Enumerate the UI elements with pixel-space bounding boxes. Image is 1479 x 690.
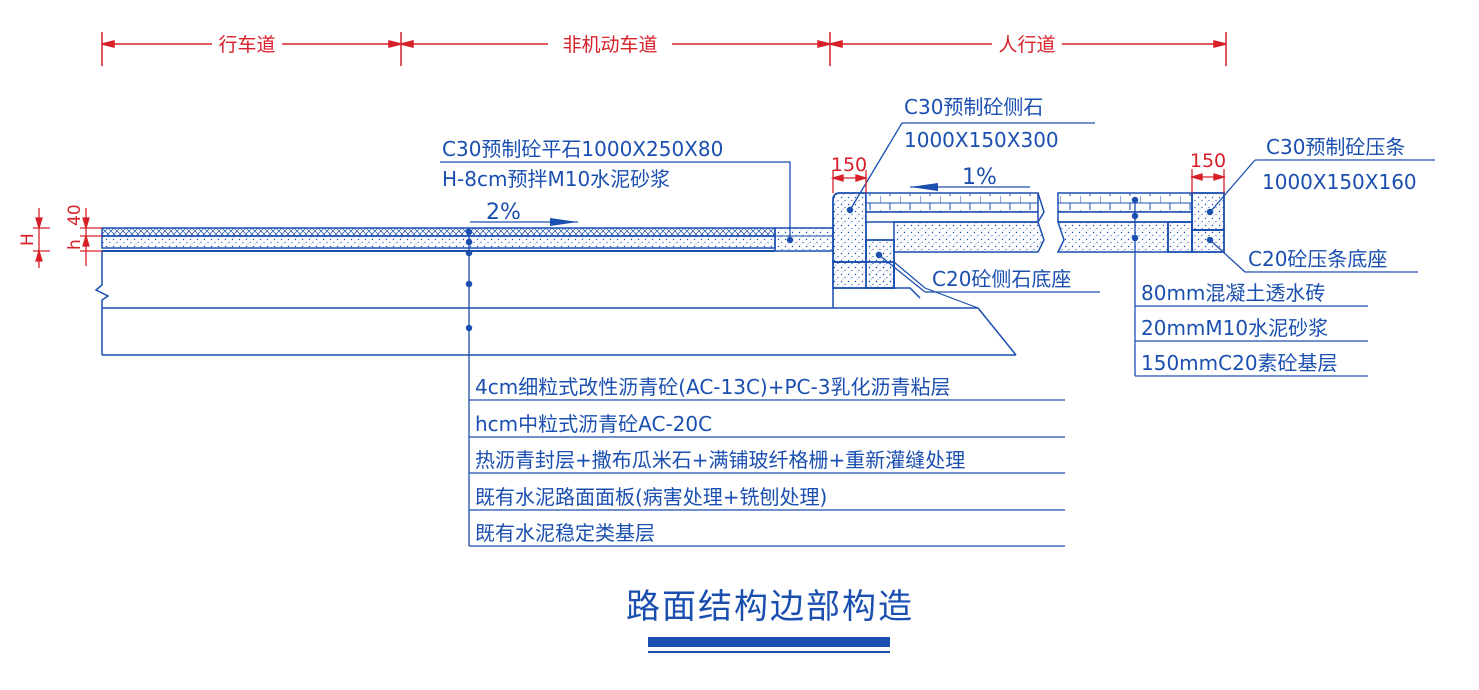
drawing-title: 路面结构边部构造 (626, 587, 914, 627)
thickness-H-dimension: H (18, 233, 38, 246)
curb-callout-line2: 1000X150X300 (904, 128, 1059, 152)
sidewalk-left-section (865, 192, 1045, 253)
road-slope-label: 2% (486, 200, 521, 225)
press-strip-callout-line2: 1000X150X160 (1262, 170, 1417, 194)
strip-width-dimension: 150 (1190, 150, 1226, 172)
thickness-h-dimension: h (65, 239, 85, 250)
zone-label-non-motor-lane: 非机动车道 (562, 34, 657, 56)
press-strip-base-callout: C20砼压条底座 (1248, 247, 1387, 271)
title-underline-thick (648, 637, 890, 647)
slope-arrows (470, 183, 1030, 226)
zone-label-carriageway: 行车道 (218, 34, 275, 56)
curb-callout-line1: C30预制砼侧石 (904, 95, 1043, 119)
sidewalk-layer-2: 20mmM10水泥砂浆 (1141, 316, 1328, 340)
thickness-40-dimension: 40 (65, 204, 85, 226)
sidewalk-slope-label: 1% (962, 165, 997, 190)
zone-label-sidewalk: 人行道 (998, 34, 1055, 56)
road-layer-4: 既有水泥路面面板(病害处理+铣刨处理) (475, 485, 827, 509)
road-layer-1: 4cm细粒式改性沥青砼(AC-13C)+PC-3乳化沥青粘层 (475, 375, 950, 399)
flat-stone-callout-line1: C30预制砼平石1000X250X80 (442, 137, 723, 161)
curb-base-callout: C20砼侧石底座 (932, 267, 1071, 291)
curb-width-dimension: 150 (831, 154, 867, 176)
sidewalk-layer-3: 150mmC20素砼基层 (1141, 351, 1338, 375)
road-pavement (94, 227, 1017, 356)
road-layer-2: hcm中粒式沥青砼AC-20C (475, 412, 712, 436)
road-layer-5: 既有水泥稳定类基层 (475, 521, 655, 545)
road-layer-3: 热沥青封层+撒布瓜米石+满铺玻纤格栅+重新灌缝处理 (475, 448, 965, 472)
press-strip-callout-line1: C30预制砼压条 (1266, 135, 1405, 159)
title-underline-thin (648, 651, 890, 653)
leader-lines (440, 122, 1435, 547)
sidewalk-right-section (1056, 192, 1225, 253)
flat-stone-callout-line2: H-8cm预拌M10水泥砂浆 (442, 167, 670, 191)
sidewalk-layer-1: 80mm混凝土透水砖 (1141, 281, 1325, 305)
red-dimensions (33, 169, 1227, 268)
